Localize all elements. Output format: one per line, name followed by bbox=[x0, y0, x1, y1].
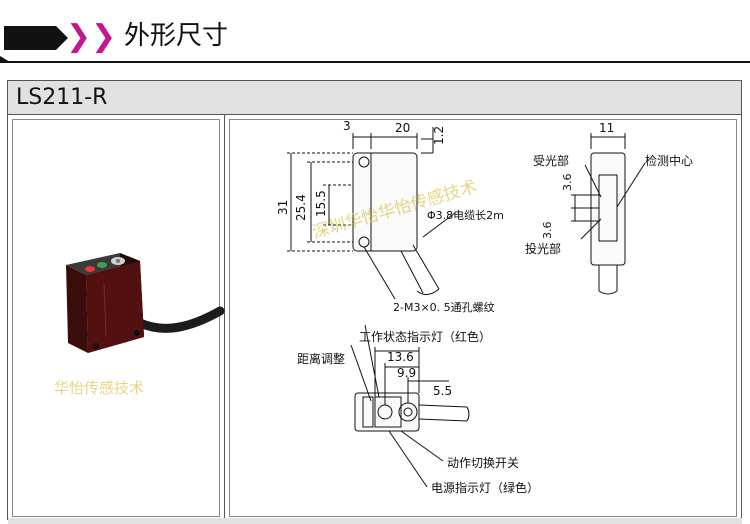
dim-3-6-upper: 3.6 bbox=[561, 174, 574, 192]
dim-25-4: 25.4 bbox=[294, 194, 308, 221]
product-photo-cell: 华怡传感技术 bbox=[8, 115, 225, 521]
dimension-table: LS211-R 华怡传感技术 bbox=[7, 80, 742, 521]
screw-label: 2-M3×0. 5通孔螺纹 bbox=[393, 300, 495, 314]
distance-adj-label: 距离调整 bbox=[297, 351, 345, 366]
header-bar-decoration bbox=[4, 26, 56, 50]
detect-center-label: 检测中心 bbox=[645, 153, 693, 168]
chevron-right-icon: ❯ bbox=[66, 19, 92, 54]
header-divider bbox=[0, 61, 750, 63]
dimension-drawing: 20 3 1.2 31 25.4 15.5 Φ3.8电缆长2m 2-M3×0. … bbox=[276, 119, 693, 495]
model-row: LS211-R bbox=[8, 81, 741, 115]
dim-13-6: 13.6 bbox=[387, 350, 414, 364]
status-led-label: 工作状态指示灯（红色） bbox=[359, 329, 491, 344]
photo-frame bbox=[12, 119, 220, 517]
emitter-label: 投光部 bbox=[525, 241, 561, 256]
dim-9-9: 9.9 bbox=[397, 366, 416, 380]
dim-1-2: 1.2 bbox=[432, 126, 446, 145]
front-view-drawing bbox=[571, 133, 646, 295]
photo-watermark: 华怡传感技术 bbox=[54, 379, 145, 397]
dim-3: 3 bbox=[343, 119, 351, 133]
section-header: ❯ ❯ 外形尺寸 bbox=[0, 0, 750, 63]
chevron-right-icon: ❯ bbox=[91, 19, 117, 54]
next-row-strip bbox=[8, 518, 742, 524]
cable-label: Φ3.8电缆长2m bbox=[427, 209, 504, 222]
receiver-label: 受光部 bbox=[533, 153, 569, 168]
mode-switch-label: 动作切换开关 bbox=[447, 456, 519, 470]
dim-5-5: 5.5 bbox=[433, 384, 452, 398]
model-label: LS211-R bbox=[16, 85, 108, 110]
top-view-drawing bbox=[350, 324, 470, 488]
section-title: 外形尺寸 bbox=[124, 21, 229, 51]
dimension-drawing-cell: 20 3 1.2 31 25.4 15.5 Φ3.8电缆长2m 2-M3×0. … bbox=[225, 115, 741, 521]
drawing-frame bbox=[229, 119, 737, 517]
dim-15-5: 15.5 bbox=[314, 190, 328, 217]
header-bar-tip bbox=[56, 26, 68, 50]
side-view-drawing bbox=[287, 127, 456, 300]
header-corner-mark bbox=[0, 56, 10, 62]
power-led-label: 电源指示灯（绿色） bbox=[431, 480, 539, 495]
dim-11: 11 bbox=[599, 121, 614, 135]
drawing-labels: 20 3 1.2 31 25.4 15.5 Φ3.8电缆长2m 2-M3×0. … bbox=[276, 119, 693, 495]
dim-3-6-lower: 3.6 bbox=[541, 222, 554, 240]
dim-20: 20 bbox=[395, 121, 410, 135]
product-photo bbox=[66, 253, 225, 353]
dim-31: 31 bbox=[276, 200, 290, 215]
